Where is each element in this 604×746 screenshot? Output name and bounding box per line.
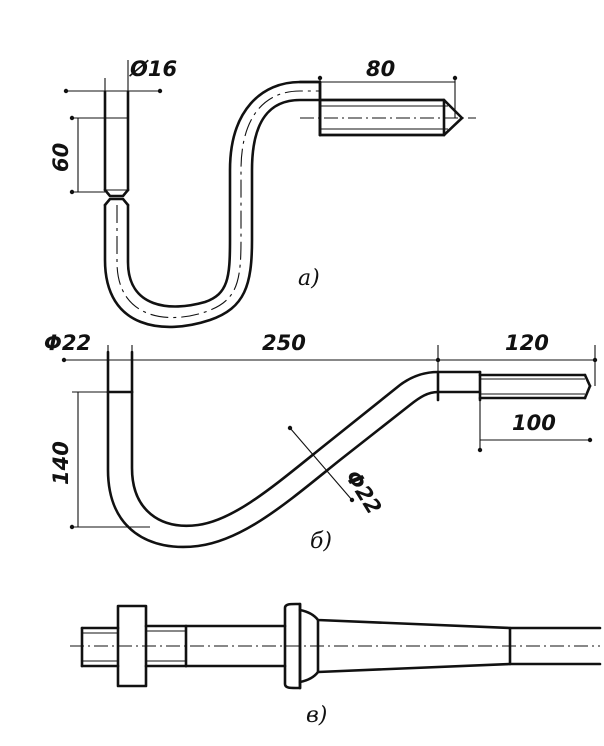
figure-a-diameter-label: Ø16 [129, 57, 177, 81]
figure-c-caption: в) [306, 703, 327, 728]
figure-b-height-dimension: 140 [49, 391, 150, 530]
figure-b-diameter-left-label: Φ22 [44, 331, 91, 355]
figure-a-threaded-end [298, 80, 464, 137]
figure-b-thread-length-label: 100 [512, 411, 556, 435]
figure-a-bent-rod: Ø16 80 60 а) [49, 57, 476, 329]
figure-b-end-length-label: 120 [505, 331, 549, 355]
figure-a-height-dimension: 60 [49, 115, 105, 195]
figure-b-pipe-diameter-dimension: Φ22 [287, 425, 386, 519]
figure-a-length-label: 80 [366, 57, 395, 81]
figure-b-height-label: 140 [49, 441, 73, 485]
figure-b-threaded-end [478, 373, 592, 400]
figure-a-diameter-dimension: Ø16 [63, 57, 177, 100]
figure-a-outer-contour [103, 98, 322, 329]
figure-b-top-dimensions: Φ22 250 120 [44, 331, 598, 392]
figure-a-left-leg [103, 90, 130, 207]
figure-a-inner-contour [126, 80, 322, 308]
figure-c-nut [116, 604, 148, 688]
figure-b-inner-contour [130, 370, 482, 528]
figure-c-tapered-shank [298, 608, 602, 630]
figure-b-caption: б) [310, 529, 332, 554]
figure-b-bent-rod: Φ22 250 120 100 140 Φ22 б) [44, 331, 598, 554]
figure-b-pipe-diameter-label: Φ22 [341, 466, 386, 519]
figure-c-threaded-end [80, 626, 120, 668]
figure-c-straight-rod: в) [70, 602, 602, 728]
figure-a-caption: а) [298, 266, 320, 291]
figure-b-outer-contour [106, 390, 482, 549]
figure-a-length-dimension: 80 [317, 57, 458, 118]
figure-b-thread-dimension: 100 [477, 398, 593, 453]
figure-a-height-label: 60 [49, 143, 73, 172]
figure-b-span-label: 250 [262, 331, 306, 355]
